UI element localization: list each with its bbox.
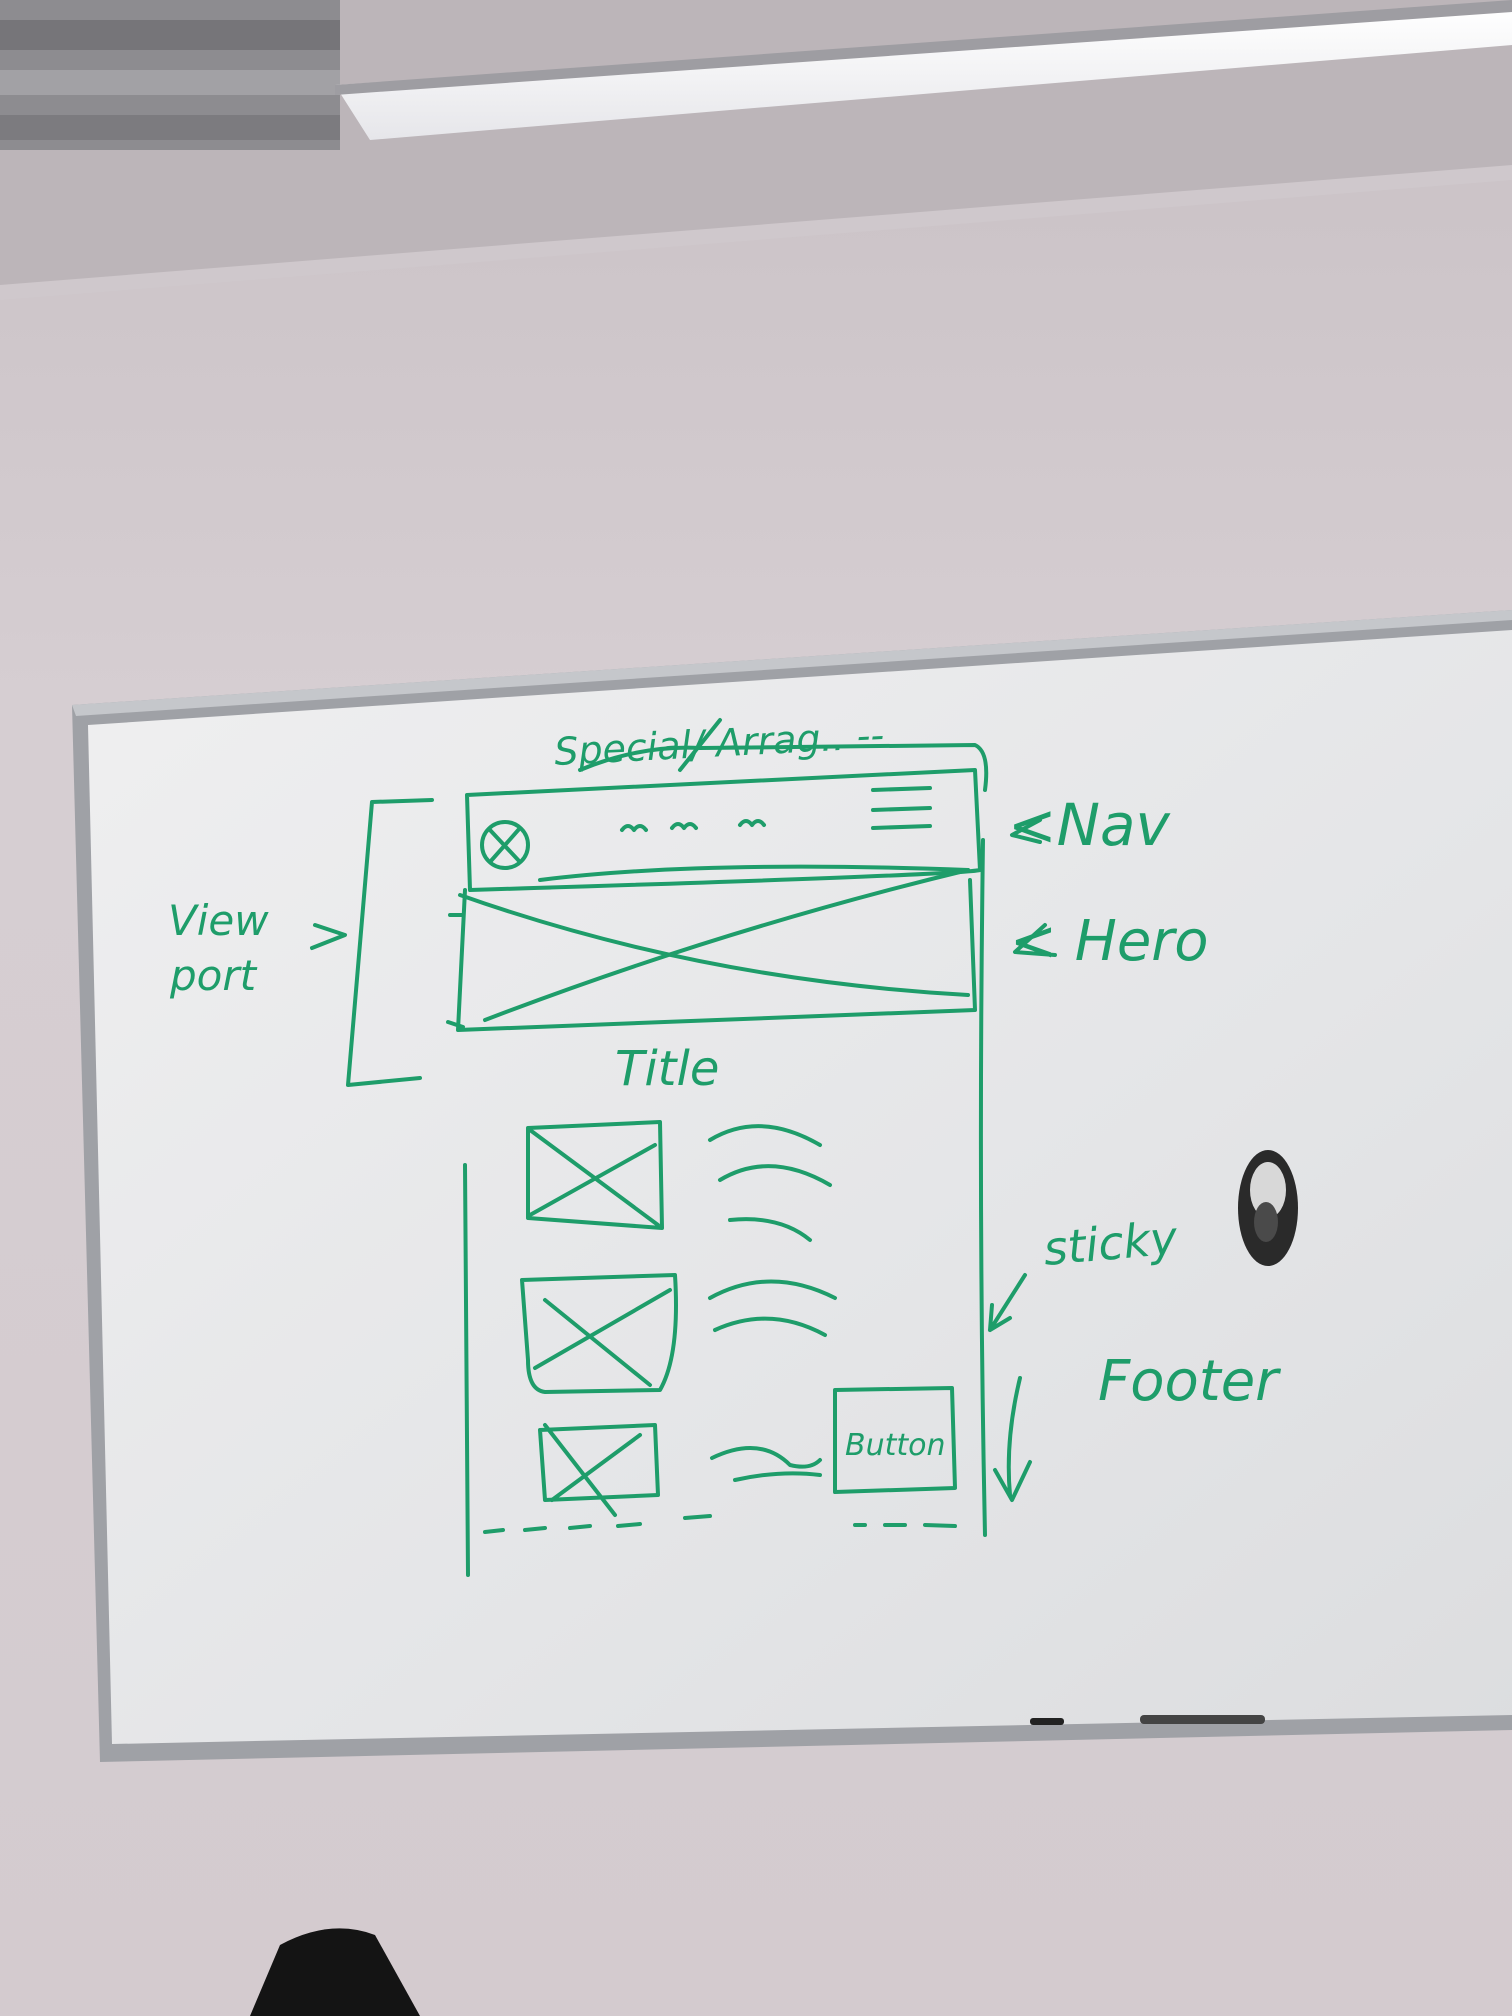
nav-box	[465, 768, 982, 892]
hamburger-icon	[871, 786, 932, 830]
eraser-on-tray	[1140, 1715, 1265, 1724]
label-nav: <Nav	[1008, 791, 1172, 859]
label-viewport-line2: port	[169, 951, 258, 1000]
nav-divider-line	[538, 864, 970, 882]
magnet-icon	[1238, 1150, 1298, 1266]
special-slash-line	[678, 718, 722, 772]
page-left-edge	[463, 1163, 470, 1577]
label-button: Button	[845, 1428, 946, 1463]
text-squiggle-3	[728, 1217, 812, 1242]
viewport-bracket	[346, 798, 434, 1087]
chair-silhouette	[250, 1928, 420, 2016]
nav-menu-squiggle	[620, 819, 766, 832]
button-box	[833, 1386, 957, 1494]
special-bracket	[578, 743, 989, 792]
label-hero: < Hero	[1010, 909, 1209, 974]
viewport-arrow	[310, 923, 347, 950]
text-squiggle-1	[708, 1124, 822, 1147]
content-image-1	[526, 1120, 664, 1230]
dashed-bottom-line	[483, 1514, 957, 1534]
label-viewport-line1: View	[168, 896, 269, 945]
hero-pointer	[1013, 923, 1057, 957]
ceiling-light	[335, 10, 1512, 140]
marker-on-tray	[1030, 1718, 1064, 1725]
content-image-2	[520, 1273, 678, 1394]
text-squiggle-6	[710, 1446, 822, 1469]
text-squiggle-2	[718, 1164, 832, 1187]
sticky-arrow	[988, 1273, 1027, 1332]
page-right-edge	[978, 838, 987, 1537]
footer-down-arrow	[993, 1376, 1032, 1502]
content-image-3	[538, 1423, 660, 1517]
text-squiggle-4	[708, 1279, 837, 1300]
wall-corner-edge	[0, 165, 1512, 300]
text-squiggle-5	[713, 1316, 827, 1337]
label-title: Title	[615, 1041, 719, 1097]
label-footer: Footer	[1098, 1349, 1281, 1414]
whiteboard-surface	[88, 630, 1512, 1744]
ceiling-duct	[0, 0, 340, 150]
text-squiggle-7	[733, 1471, 822, 1482]
hero-box	[456, 878, 977, 1032]
hero-cross-1	[458, 893, 970, 997]
nav-logo-icon	[480, 820, 530, 870]
hero-cross-2	[483, 868, 970, 1022]
label-sticky: sticky	[1041, 1210, 1180, 1276]
nav-pointer	[1010, 818, 1042, 844]
